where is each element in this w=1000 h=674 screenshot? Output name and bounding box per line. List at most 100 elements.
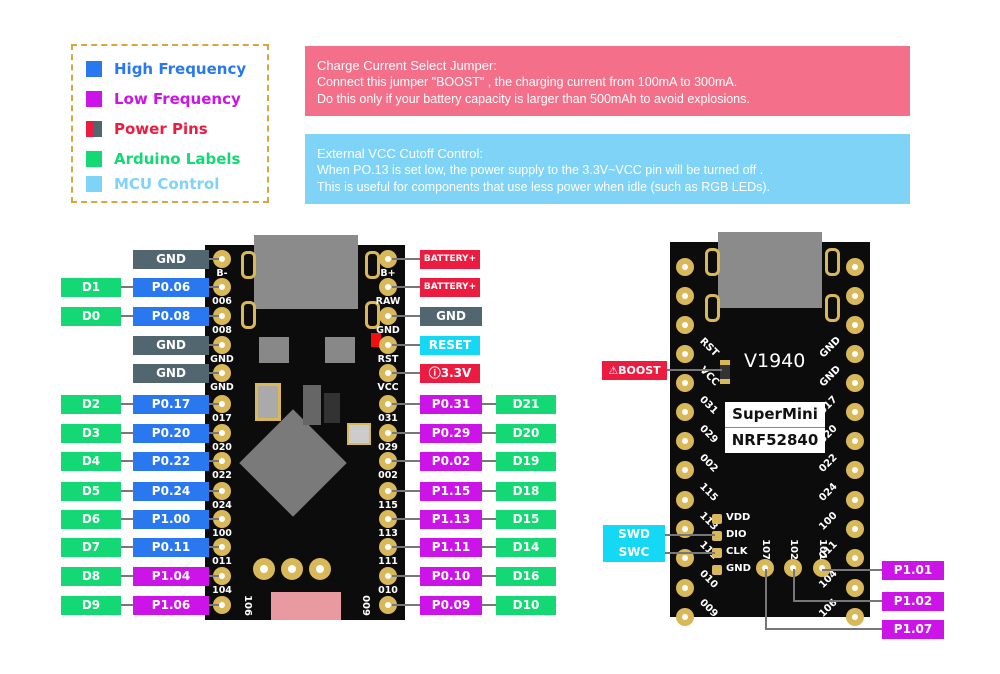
port-label: P0.08 — [133, 307, 209, 326]
legend-label: Low Frequency — [114, 90, 241, 108]
port-label: BATTERY+ — [420, 278, 480, 297]
boost-note-title: Charge Current Select Jumper: — [317, 58, 497, 73]
leader-line — [392, 403, 420, 405]
leader-line — [209, 344, 219, 346]
arduino-label: D14 — [496, 538, 556, 557]
arduino-label: D6 — [61, 510, 121, 529]
port-label: P1.04 — [133, 567, 209, 586]
leader-line — [209, 575, 219, 577]
pin-silk-label: 031 — [697, 394, 720, 417]
bottom-pin-pad — [813, 559, 831, 577]
leader-line — [209, 432, 219, 434]
p107-label: P1.07 — [882, 620, 944, 639]
pin-silk-label: 029 — [697, 423, 720, 446]
leader-line — [392, 315, 420, 317]
leader-line — [482, 546, 496, 548]
pin-silk-label: 115 — [378, 500, 398, 511]
version-label: V1940 — [744, 350, 806, 372]
port-label: P0.29 — [420, 424, 482, 443]
port-label: GND — [420, 307, 482, 326]
leader-line — [482, 604, 496, 606]
leader-line — [482, 518, 496, 520]
crystal — [347, 423, 371, 445]
pin-silk-label: 017 — [212, 413, 232, 424]
leader-line — [665, 534, 715, 536]
pin-pad — [379, 336, 397, 354]
pin-pad — [846, 491, 864, 509]
pin-pad — [379, 452, 397, 470]
swd-pad — [712, 565, 722, 575]
pin-pad — [213, 596, 231, 614]
charge-led — [371, 333, 381, 347]
board-name-line1: SuperMini — [725, 402, 825, 428]
leader-line — [209, 460, 219, 462]
leader-line — [392, 575, 420, 577]
port-label: P0.22 — [133, 452, 209, 471]
leader-line — [665, 552, 715, 554]
port-label: P0.17 — [133, 395, 209, 414]
arduino-label: D20 — [496, 424, 556, 443]
pin-pad — [213, 395, 231, 413]
pin-silk-label: 024 — [212, 500, 232, 511]
pin-pad — [846, 608, 864, 626]
port-label: ⓘ3.3V — [420, 364, 480, 383]
pin-silk-label: B- — [216, 268, 228, 279]
p102-label: P1.02 — [882, 592, 944, 611]
leader-line — [667, 369, 722, 371]
pin-silk-label: 002 — [697, 452, 720, 475]
pin-pad — [846, 345, 864, 363]
bottom-pin-pad — [784, 559, 802, 577]
arduino-label: D10 — [496, 596, 556, 615]
boost-jumper[interactable] — [720, 360, 730, 384]
leader-line — [392, 604, 420, 606]
leader-line — [209, 258, 219, 260]
pin-silk-label: 022 — [817, 452, 840, 475]
leader-line — [209, 403, 219, 405]
pin-pad — [213, 538, 231, 556]
pin-pad — [676, 287, 694, 305]
leader-line — [121, 490, 133, 492]
leader-line — [209, 518, 219, 520]
high-frequency-swatch — [86, 61, 102, 77]
pin-pad — [213, 250, 231, 268]
legend-label: Arduino Labels — [114, 150, 241, 168]
port-label: P1.13 — [420, 510, 482, 529]
pin-silk-label: 009 — [697, 597, 720, 620]
pin-silk-label: 111 — [378, 556, 398, 567]
pin-silk-label: 100 — [212, 528, 232, 539]
pin-pad — [379, 395, 397, 413]
leader-line — [121, 575, 133, 577]
swd-label: SWD — [603, 525, 665, 544]
leader-line — [392, 286, 420, 288]
port-label: P1.00 — [133, 510, 209, 529]
silk-106: 106 — [241, 595, 253, 616]
swd-pad-label: GND — [726, 563, 751, 574]
pin-pad — [379, 424, 397, 442]
power-pins-swatch — [86, 121, 102, 137]
pin-pad — [379, 364, 397, 382]
leader-line — [482, 490, 496, 492]
pin-pad — [213, 336, 231, 354]
pin-pad — [213, 307, 231, 325]
pin-silk-label: RAW — [375, 296, 401, 307]
low-frequency-swatch — [86, 91, 102, 107]
regulator — [303, 385, 321, 425]
bottom-pin-pad — [756, 559, 774, 577]
pin-silk-label: 029 — [378, 442, 398, 453]
leader-line — [482, 432, 496, 434]
port-label: GND — [133, 364, 209, 383]
pin-silk-label: 002 — [378, 470, 398, 481]
arduino-label: D16 — [496, 567, 556, 586]
leader-line — [392, 490, 420, 492]
pin-pad — [846, 316, 864, 334]
arduino-label: D9 — [61, 596, 121, 615]
pin-silk-label: GND — [210, 354, 234, 365]
swd-pad — [712, 548, 722, 558]
pin-pad — [676, 258, 694, 276]
p101-label: P1.01 — [882, 561, 944, 580]
pin-pad — [846, 403, 864, 421]
pin-pad — [379, 567, 397, 585]
bottom-pin-silk: 102 — [787, 539, 799, 560]
